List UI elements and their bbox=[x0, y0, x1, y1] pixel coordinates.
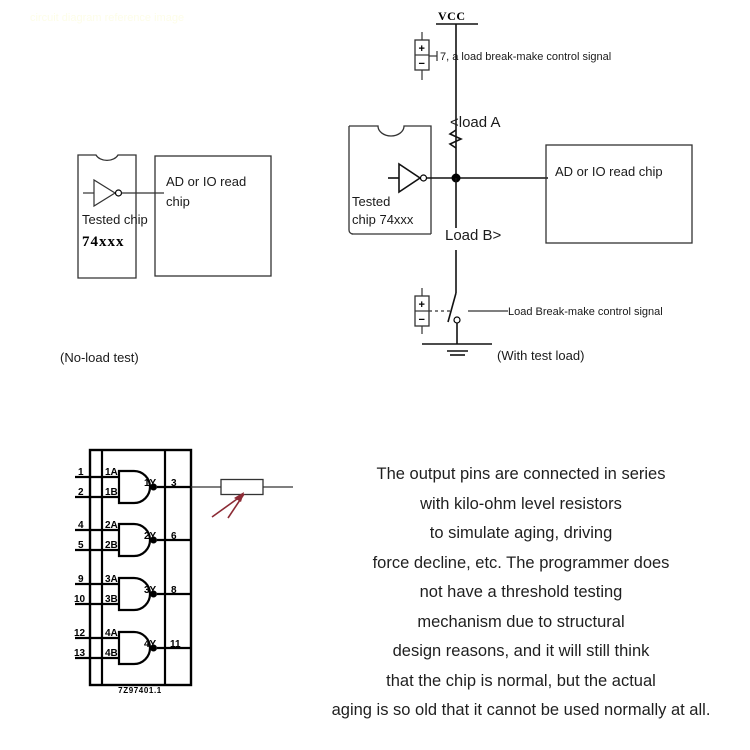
nand-gate-4-input-a-name: 4A bbox=[105, 628, 118, 639]
nand-gate-3-body bbox=[117, 576, 152, 612]
with-load-read-chip-box bbox=[545, 144, 693, 244]
no-load-tested-chip-partnumber: 74xxx bbox=[82, 234, 125, 250]
load-b-label: Load B> bbox=[445, 227, 502, 244]
no-load-inverter-bubble bbox=[114, 189, 123, 197]
nand-gate-4-output-pin: 11 bbox=[170, 639, 181, 650]
nand-gate-4-bubble bbox=[150, 644, 157, 652]
explanation-line-1: The output pins are connected in series bbox=[376, 465, 666, 483]
nand-gate-1-input-a-name: 1A bbox=[105, 467, 118, 478]
nand-gate-3: 9 3A 10 3B 8 3Y bbox=[74, 574, 191, 612]
no-load-test-caption: (No-load test) bbox=[60, 350, 139, 365]
nand-ic-part-number: 7Z97401.1 bbox=[118, 686, 162, 695]
nand-gate-2-output-name: 2Y bbox=[144, 531, 157, 542]
switch-blade bbox=[447, 292, 457, 323]
nand-gate-2-input-a-pin: 4 bbox=[78, 520, 84, 531]
top-battery-minus-sign: − bbox=[419, 58, 425, 70]
with-load-tested-chip-outline bbox=[348, 125, 432, 235]
resistor-highlight-arrow bbox=[211, 492, 245, 519]
load-a-resistor-zigzag bbox=[448, 129, 463, 149]
switch-contact-terminal bbox=[453, 316, 461, 324]
nand-gate-2-body bbox=[117, 522, 152, 558]
nand-gate-1-input-b-name: 1B bbox=[105, 487, 118, 498]
nand-gate-3-input-a-name: 3A bbox=[105, 574, 118, 585]
series-resistor-body bbox=[220, 478, 264, 496]
nand-gate-2-bubble bbox=[150, 536, 157, 544]
nand-gate-3-input-b-name: 3B bbox=[105, 594, 118, 605]
top-battery-plus-sign: + bbox=[419, 43, 425, 55]
with-test-load-caption: (With test load) bbox=[497, 348, 584, 363]
no-load-inverter-triangle bbox=[93, 178, 117, 208]
no-load-test-diagram: Tested chip 74xxx AD or IO read chip (No… bbox=[60, 154, 272, 365]
nand-gate-1-output-name: 1Y bbox=[144, 478, 157, 489]
nand-gate-3-output-name: 3Y bbox=[144, 585, 157, 596]
nand-gate-4: 12 4A 13 4B 11 4Y bbox=[74, 628, 191, 666]
nand-gate-1-bubble bbox=[150, 483, 157, 491]
nand-gate-4-input-b-pin: 13 bbox=[74, 648, 86, 659]
with-load-tested-chip-corner bbox=[348, 229, 354, 235]
explanation-line-5: not have a threshold testing bbox=[419, 583, 623, 601]
nand-gate-1-input-b-pin: 2 bbox=[78, 487, 84, 498]
explanation-paragraph: The output pins are connected in series … bbox=[292, 460, 750, 726]
no-load-tested-chip-label: Tested chip bbox=[82, 212, 148, 227]
no-load-read-chip-label-line2: chip bbox=[166, 194, 190, 209]
explanation-line-7: design reasons, and it will still think bbox=[392, 642, 650, 660]
nand-gate-4-input-a-pin: 12 bbox=[74, 628, 86, 639]
bottom-battery-plus-sign: + bbox=[419, 299, 425, 311]
explanation-line-8: that the chip is normal, but the actual bbox=[386, 671, 656, 690]
no-load-read-chip-box bbox=[154, 155, 272, 277]
load-a-label: <load A bbox=[450, 114, 500, 131]
explanation-line-4: force decline, etc. The programmer does bbox=[372, 553, 670, 572]
nand-gate-2-output-pin: 6 bbox=[171, 531, 177, 542]
explanation-line-9: aging is so old that it cannot be used n… bbox=[331, 701, 711, 719]
nand-gate-3-bubble bbox=[150, 590, 157, 598]
with-load-inverter-triangle bbox=[398, 162, 422, 194]
nand-gate-4-body bbox=[117, 630, 152, 666]
vcc-label: VCC bbox=[438, 9, 466, 23]
nand-gate-2: 4 2A 5 2B 6 2Y bbox=[75, 520, 191, 558]
bottom-battery-minus-sign: − bbox=[419, 314, 425, 326]
nand-gate-1-body bbox=[117, 469, 152, 505]
explanation-line-6: mechanism due to structural bbox=[417, 612, 625, 631]
with-load-tested-chip-label-line1: Tested bbox=[352, 194, 390, 209]
with-load-inverter-bubble bbox=[419, 174, 428, 182]
nand-gate-2-input-a-name: 2A bbox=[105, 520, 118, 531]
with-load-tested-chip-label-line2: chip 74xxx bbox=[352, 212, 414, 227]
nand-gate-4-input-b-name: 4B bbox=[105, 648, 118, 659]
nand-ic-diagram: 1 1A 2 1B 3 1Y 4 2A 5 2B 6 2Y bbox=[74, 448, 293, 695]
explanation-line-3: to simulate aging, driving bbox=[429, 524, 613, 542]
top-break-make-control-label: 7, a load break-make control signal bbox=[440, 51, 611, 63]
nand-gate-3-output-pin: 8 bbox=[171, 585, 177, 596]
no-load-read-chip-label-line1: AD or IO read bbox=[166, 174, 246, 189]
nand-ic-package-outline bbox=[88, 448, 193, 687]
with-load-read-chip-label: AD or IO read chip bbox=[555, 164, 663, 179]
nand-gate-2-input-b-name: 2B bbox=[105, 540, 118, 551]
watermark-text: circuit diagram reference image bbox=[30, 12, 184, 24]
nand-gate-3-input-a-pin: 9 bbox=[78, 574, 84, 585]
nand-gate-1-input-a-pin: 1 bbox=[78, 467, 84, 478]
bottom-break-make-control-label: Load Break-make control signal bbox=[508, 306, 663, 318]
nand-gate-1-output-pin: 3 bbox=[171, 478, 177, 489]
no-load-tested-chip-outline bbox=[77, 154, 137, 279]
nand-gate-1: 1 1A 2 1B 3 1Y bbox=[75, 467, 191, 505]
with-test-load-diagram: VCC + − 7, a load break-make control sig… bbox=[348, 9, 693, 363]
explanation-line-2: with kilo-ohm level resistors bbox=[420, 494, 622, 513]
nand-gate-4-output-name: 4Y bbox=[144, 639, 157, 650]
nand-gate-2-input-b-pin: 5 bbox=[78, 540, 84, 551]
nand-gate-3-input-b-pin: 10 bbox=[74, 594, 86, 605]
